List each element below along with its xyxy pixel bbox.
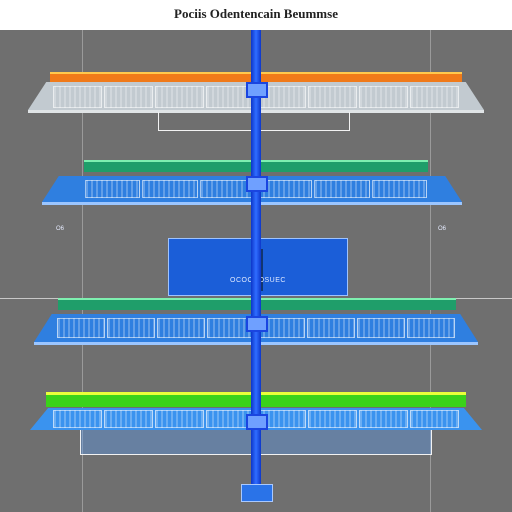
tier-1-cell [53, 86, 102, 108]
tier-1-cell [359, 86, 408, 108]
tier-4-cell [359, 410, 408, 428]
diagram-canvas: O6 O6 OCOCCOSUEC [0, 30, 512, 512]
tier-1-cell [410, 86, 459, 108]
tier-4-cell [308, 410, 357, 428]
pole-joint [246, 82, 268, 98]
central-pole [251, 30, 261, 500]
tier-2-cells [84, 180, 428, 198]
tier-4-cell [410, 410, 459, 428]
tier-4-cells [52, 410, 460, 428]
tier-4-cell [155, 410, 204, 428]
pole-base [241, 484, 273, 502]
pole-joint [246, 316, 268, 332]
tier-2-cell [314, 180, 370, 198]
tier-3-cell [157, 318, 205, 338]
tier-3-cell [107, 318, 155, 338]
tier-1-cell [308, 86, 357, 108]
tier-4-cell [53, 410, 102, 428]
tier-3-cell [357, 318, 405, 338]
tier-4-cell [104, 410, 153, 428]
tier-1-cells [52, 86, 460, 108]
left-mark: O6 [56, 226, 65, 232]
tier-3-cell [307, 318, 355, 338]
tier-2-cell [85, 180, 141, 198]
grid-line-vertical [82, 30, 83, 512]
diagram-title: Pociis Odentencain Beummse [174, 6, 338, 21]
tier-1-cell [155, 86, 204, 108]
pole-joint [246, 176, 268, 192]
tier-2-cell [371, 180, 427, 198]
tier-1-cell [104, 86, 153, 108]
grid-line-vertical [430, 30, 431, 512]
tier-3-cell [407, 318, 455, 338]
tier-3-cell [57, 318, 105, 338]
right-mark: O6 [438, 226, 447, 232]
tier-2-cell [142, 180, 198, 198]
pole-joint [246, 414, 268, 430]
